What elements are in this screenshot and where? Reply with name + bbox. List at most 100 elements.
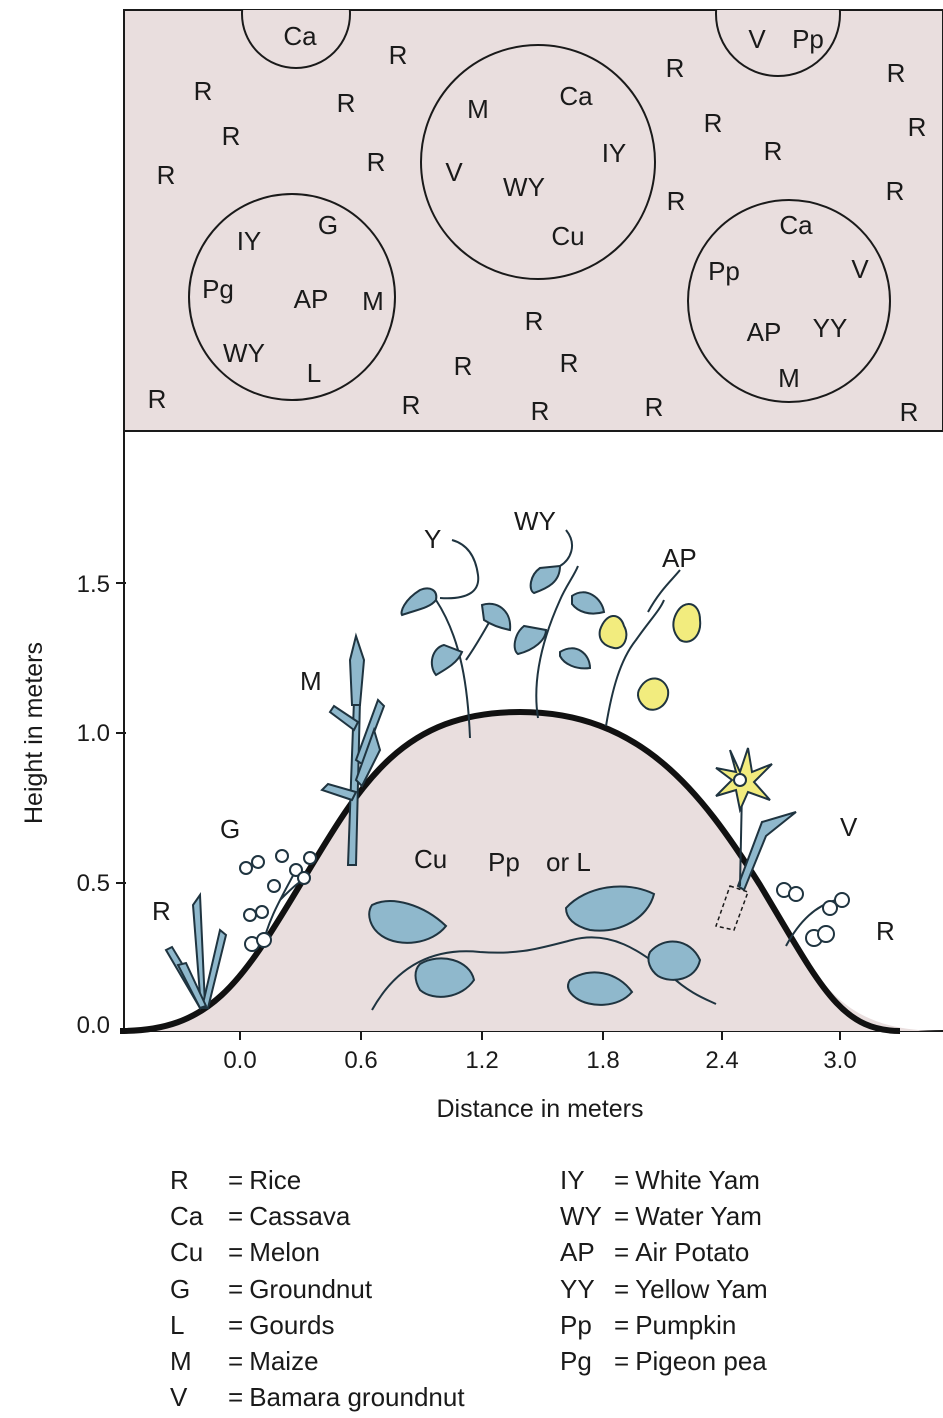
water-yam-plant-icon — [513, 529, 606, 719]
mound-creeper-icon — [368, 885, 717, 1011]
legend-item: YY =Yellow Yam — [560, 1271, 768, 1307]
maize-label: M — [300, 666, 322, 696]
air-potato-label: AP — [662, 543, 697, 573]
rice-label: R — [454, 351, 473, 381]
legend-equals: = — [228, 1346, 244, 1377]
legend-name: White Yam — [635, 1164, 760, 1195]
mound-profile — [120, 712, 943, 1031]
rice-label: R — [560, 348, 579, 378]
rice-label: R — [389, 40, 408, 70]
mound-crop-label: Pp — [488, 847, 520, 877]
circle-label: V — [851, 254, 869, 284]
mound-circle-top-right — [715, 10, 841, 77]
legend-equals: = — [614, 1346, 630, 1377]
legend-equals: = — [228, 1309, 244, 1340]
mound-outline — [119, 708, 901, 1034]
circle-label: WY — [503, 172, 545, 202]
mound-circle-center — [420, 44, 656, 280]
legend-name: Melon — [249, 1237, 321, 1268]
rice-label: R — [148, 384, 167, 414]
yam-label: Y — [424, 524, 441, 554]
legend-equals: = — [228, 1200, 244, 1231]
rice-label: R — [667, 186, 686, 216]
legend-equals: = — [614, 1273, 630, 1304]
legend-left-column: R=Rice Ca=Cassava Cu=Melon G=Groundnut L… — [170, 1162, 465, 1416]
rice-label: R — [887, 58, 906, 88]
legend-item: WY =Water Yam — [560, 1198, 768, 1234]
circle-label: V — [748, 24, 766, 54]
legend-code: G — [170, 1273, 191, 1304]
circle-label: G — [318, 210, 338, 240]
y-axis: 1.5 1.0 0.5 0.0 Height in meters — [20, 571, 126, 1039]
legend-equals: = — [228, 1382, 244, 1413]
rice-label: R — [704, 108, 723, 138]
legend-name: Maize — [249, 1346, 319, 1377]
legend-code: AP — [560, 1237, 595, 1268]
legend-name: Air Potato — [635, 1237, 750, 1268]
circle-label: AP — [747, 317, 782, 347]
circle-label: Pg — [202, 274, 234, 304]
rice-label: R — [645, 392, 664, 422]
legend-code: Pg — [560, 1346, 592, 1377]
legend-equals: = — [228, 1273, 244, 1304]
legend-item: Cu=Melon — [170, 1235, 465, 1271]
maize-plant-icon — [320, 632, 386, 866]
legend-code: WY — [560, 1200, 602, 1231]
mound-circle-left — [188, 193, 396, 401]
legend-item: R=Rice — [170, 1162, 465, 1198]
mound-circle-right — [687, 199, 891, 403]
rice-label: R — [525, 306, 544, 336]
circle-label: V — [445, 157, 463, 187]
circle-label: WY — [223, 338, 265, 368]
yam-plant-icon — [400, 539, 512, 739]
groundnut-label: G — [220, 814, 240, 844]
circle-label: M — [778, 363, 800, 393]
legend-code: L — [170, 1309, 185, 1340]
legend-name: Water Yam — [635, 1200, 762, 1231]
x-tick-label: 0.0 — [223, 1047, 256, 1074]
bamara-label: V — [840, 812, 858, 842]
legend-item: V=Bamara groundnut — [170, 1380, 465, 1416]
legend-code: IY — [560, 1164, 585, 1195]
circle-label: Pp — [792, 24, 824, 54]
rice-label: R — [367, 147, 386, 177]
x-axis-title: Distance in meters — [436, 1095, 643, 1123]
legend-code: M — [170, 1346, 192, 1377]
circle-label: AP — [294, 284, 329, 314]
rice-label: R — [531, 396, 550, 426]
circle-label: Ca — [559, 81, 593, 111]
legend-item: M =Maize — [170, 1343, 465, 1379]
rice-plant-icon — [164, 892, 228, 1011]
legend-item: AP =Air Potato — [560, 1235, 768, 1271]
legend-equals: = — [614, 1200, 630, 1231]
bamara-groundnut-plant-icon — [776, 882, 850, 947]
circle-label: IY — [237, 226, 262, 256]
legend-equals: = — [614, 1164, 630, 1195]
legend-item: IY =White Yam — [560, 1162, 768, 1198]
legend-name: Gourds — [249, 1309, 335, 1340]
legend-item: Pg=Pigeon pea — [560, 1343, 768, 1379]
legend-code: YY — [560, 1273, 595, 1304]
legend: R=Rice Ca=Cassava Cu=Melon G=Groundnut L… — [170, 1162, 930, 1413]
legend-equals: = — [614, 1237, 630, 1268]
flower-plant-icon — [715, 747, 797, 931]
legend-item: L =Gourds — [170, 1307, 465, 1343]
air-potato-plant-icon — [598, 569, 702, 727]
legend-right-column: IY=White Yam WY=Water Yam AP=Air Potato … — [560, 1162, 768, 1380]
rice-label: R — [194, 76, 213, 106]
legend-name: Yellow Yam — [635, 1273, 768, 1304]
mound-crop-label: or L — [546, 847, 591, 877]
circle-label: Ca — [779, 210, 813, 240]
circle-label: Pp — [708, 256, 740, 286]
legend-item: Pp=Pumpkin — [560, 1307, 768, 1343]
legend-name: Cassava — [249, 1200, 351, 1231]
x-tick-label: 1.2 — [465, 1047, 498, 1074]
rice-label: R — [402, 390, 421, 420]
legend-equals: = — [228, 1164, 244, 1195]
rice-label: R — [157, 160, 176, 190]
rice-label: R — [900, 397, 919, 427]
legend-name: Pumpkin — [635, 1309, 737, 1340]
rice-label: R — [222, 121, 241, 151]
legend-code: Cu — [170, 1237, 204, 1268]
